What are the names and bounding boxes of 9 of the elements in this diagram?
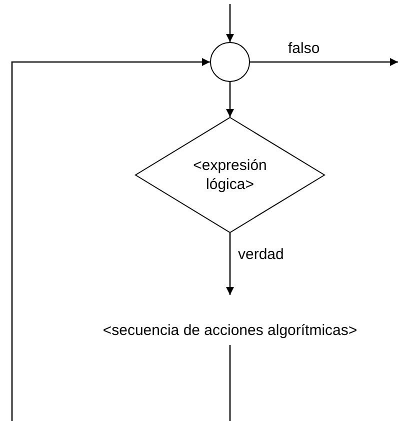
- junction-circle: [210, 42, 250, 82]
- arrow: [250, 58, 398, 66]
- arrow: [226, 82, 234, 117]
- arrow: [226, 4, 234, 42]
- arrow: [11, 58, 231, 421]
- condition-text: <expresión lógica>: [192, 156, 268, 194]
- arrow: [226, 233, 234, 295]
- process-text: <secuencia de acciones algorítmicas>: [102, 321, 358, 340]
- decision-diamond: [135, 117, 325, 233]
